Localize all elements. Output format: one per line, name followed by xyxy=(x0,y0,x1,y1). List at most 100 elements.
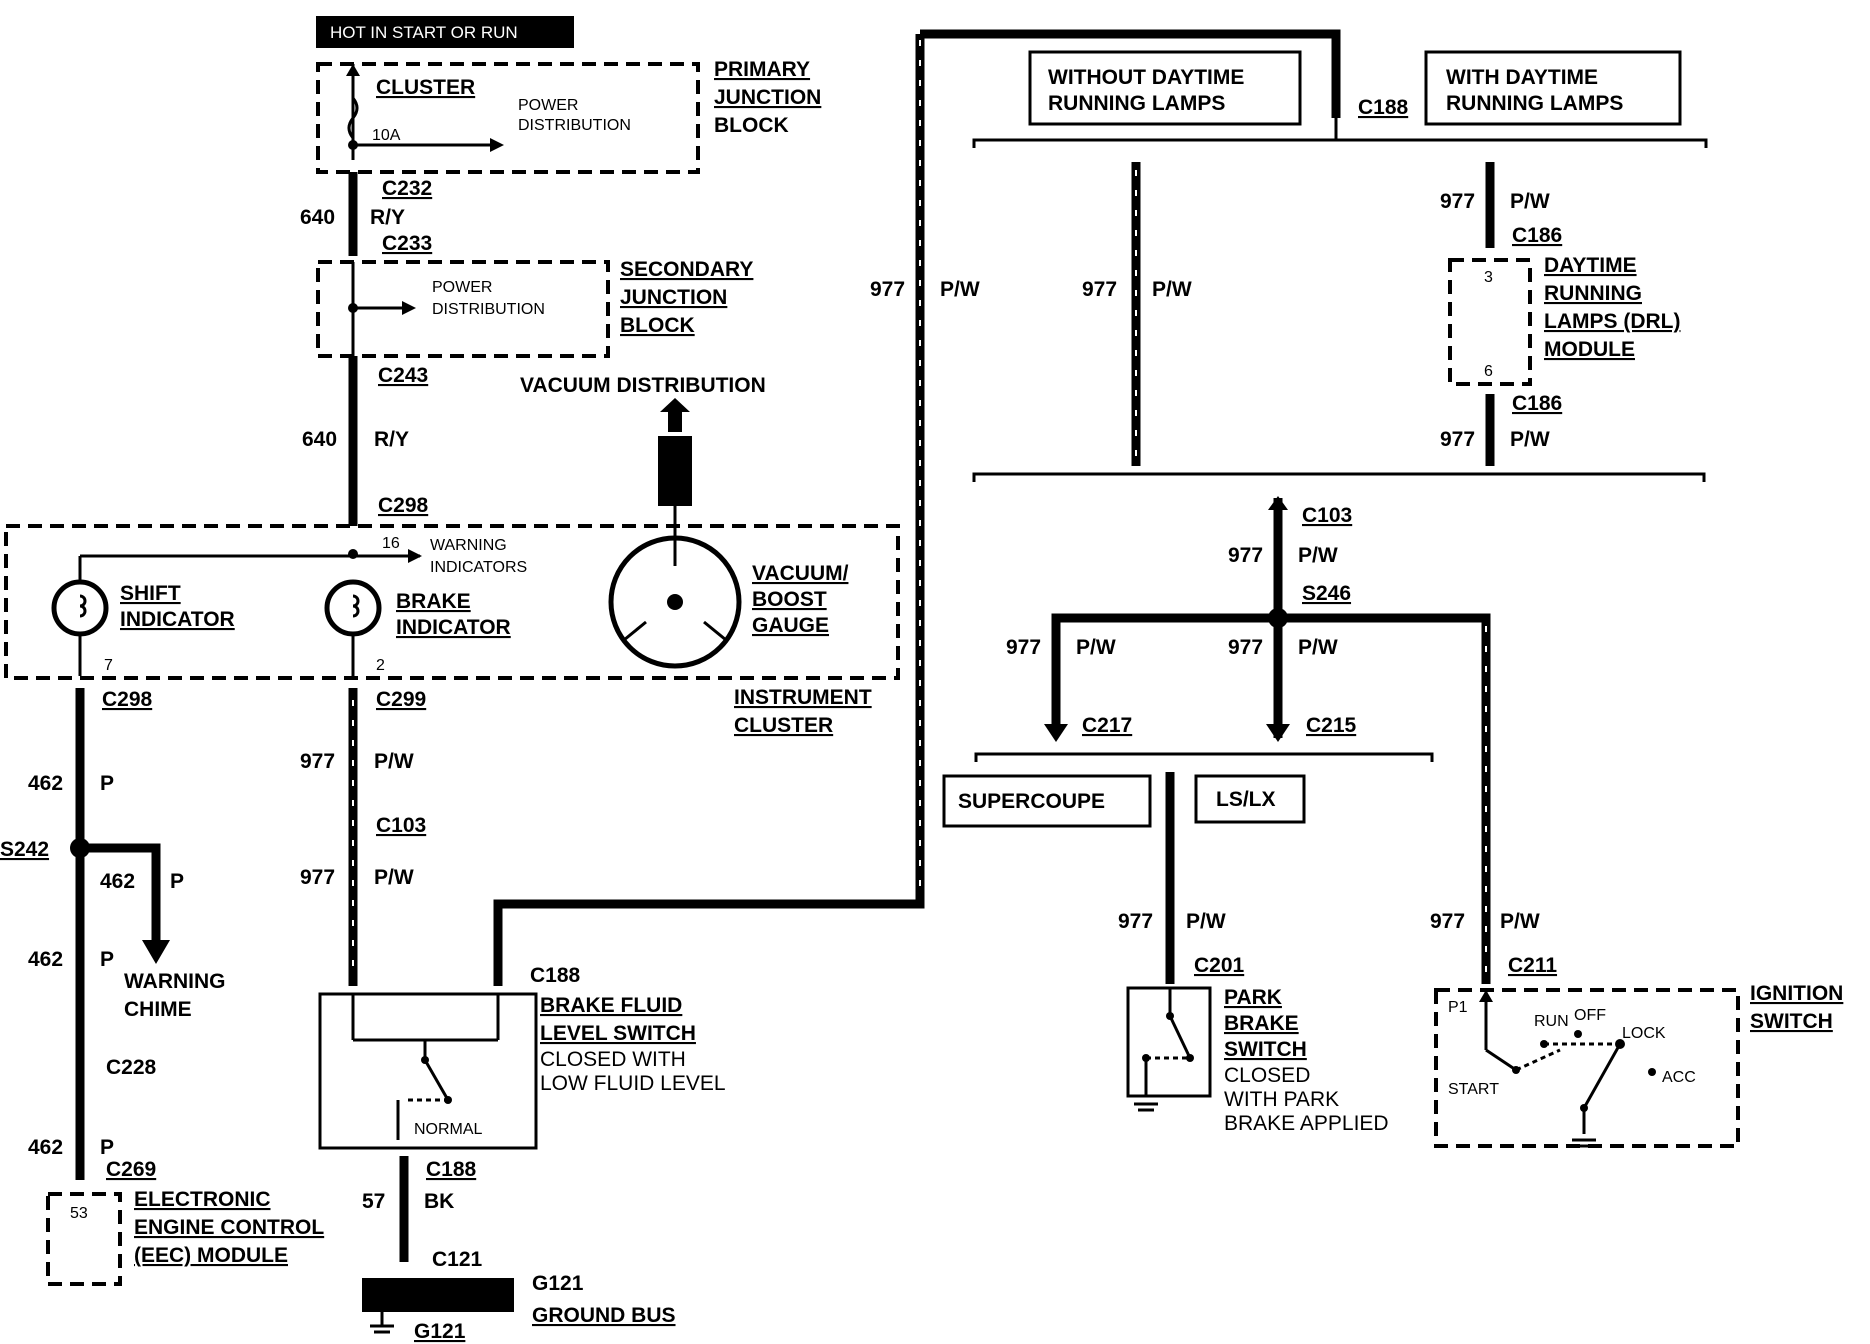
park-brake-3: SWITCH xyxy=(1224,1038,1307,1061)
power-arrow-icon xyxy=(490,138,504,152)
vacuum-distribution-label: VACUUM DISTRIBUTION xyxy=(520,374,766,397)
primary-power-dist-2: DISTRIBUTION xyxy=(518,117,631,134)
eec-module xyxy=(46,1192,122,1286)
eec-3: (EEC) MODULE xyxy=(134,1244,288,1267)
w977j-num: 977 xyxy=(1118,910,1153,933)
brake-indicator-2: INDICATOR xyxy=(396,616,511,639)
with-drl-box xyxy=(1424,50,1682,126)
w977a-color: P/W xyxy=(374,750,414,773)
warning-chime-2: CHIME xyxy=(124,998,192,1021)
eec-2: ENGINE CONTROL xyxy=(134,1216,324,1239)
ignition-acc: ACC xyxy=(1662,1069,1696,1086)
ignition-pin: P1 xyxy=(1448,999,1468,1016)
shift-indicator-1: SHIFT xyxy=(120,582,181,605)
primary-title-3: BLOCK xyxy=(714,114,789,137)
w640b-num: 640 xyxy=(302,428,337,451)
park-brake-desc-3: BRAKE APPLIED xyxy=(1224,1112,1389,1135)
pin-shift: 7 xyxy=(104,657,113,674)
c211-label: C211 xyxy=(1508,954,1557,977)
supercoupe-label: SUPERCOUPE xyxy=(958,790,1105,813)
park-brake-1: PARK xyxy=(1224,986,1282,1009)
c217-arrow-icon xyxy=(1044,724,1068,742)
ignition-start: START xyxy=(1448,1081,1499,1098)
w462a-num: 462 xyxy=(28,772,63,795)
c103-left-label: C103 xyxy=(376,814,426,837)
ignition-switch xyxy=(1434,988,1740,1148)
ignition-title-1: IGNITION xyxy=(1750,982,1843,1005)
instrument-cluster-title-2: CLUSTER xyxy=(734,714,833,737)
w640b-color: R/Y xyxy=(374,428,409,451)
w977h-color: P/W xyxy=(1076,636,1116,659)
gauge-3: GAUGE xyxy=(752,614,829,637)
c121-label: C121 xyxy=(432,1248,483,1271)
brake-switch-normal: NORMAL xyxy=(414,1121,483,1138)
secondary-junction-block xyxy=(316,260,610,358)
c233-label: C233 xyxy=(382,232,432,255)
w977i-num: 977 xyxy=(1228,636,1263,659)
instrument-cluster-title-1: INSTRUMENT xyxy=(734,686,872,709)
w977k-color: P/W xyxy=(1500,910,1540,933)
w977f-color: P/W xyxy=(1510,428,1550,451)
gauge-2: BOOST xyxy=(752,588,827,611)
drl-4: MODULE xyxy=(1544,338,1635,361)
drl-pin-bottom: 6 xyxy=(1484,363,1493,380)
w977b-color: P/W xyxy=(374,866,414,889)
primary-power-dist-1: POWER xyxy=(518,97,578,114)
c299-label: C299 xyxy=(376,688,426,711)
lslx-label: LS/LX xyxy=(1216,788,1276,811)
c186-top-label: C186 xyxy=(1512,224,1562,247)
w462b-num: 462 xyxy=(100,870,135,893)
warning-chime-1: WARNING xyxy=(124,970,226,993)
chime-arrow-icon xyxy=(142,940,170,964)
without-drl-2: RUNNING LAMPS xyxy=(1048,92,1225,115)
c188-brake-right-label: C188 xyxy=(530,964,581,987)
c243-label: C243 xyxy=(378,364,428,387)
brake-switch-1: BRAKE FLUID xyxy=(540,994,682,1017)
c215-arrow-icon xyxy=(1266,724,1290,742)
c269-label: C269 xyxy=(106,1158,156,1181)
park-brake-2: BRAKE xyxy=(1224,1012,1299,1035)
ignition-run: RUN xyxy=(1534,1013,1569,1030)
c215-label: C215 xyxy=(1306,714,1357,737)
with-drl-1: WITH DAYTIME xyxy=(1446,66,1598,89)
secondary-title-3: BLOCK xyxy=(620,314,695,337)
c228-label: C228 xyxy=(106,1056,157,1079)
c188-bottom-label: C188 xyxy=(426,1158,477,1181)
c188-top-label: C188 xyxy=(1358,96,1409,119)
c298-left-label: C298 xyxy=(102,688,153,711)
vacuum-hose xyxy=(658,436,692,506)
secondary-power-dist-1: POWER xyxy=(432,279,492,296)
c201-label: C201 xyxy=(1194,954,1245,977)
without-drl-box xyxy=(1028,50,1302,126)
w977i-color: P/W xyxy=(1298,636,1338,659)
park-brake-desc-1: CLOSED xyxy=(1224,1064,1310,1087)
w977j-color: P/W xyxy=(1186,910,1226,933)
ignition-title-2: SWITCH xyxy=(1750,1010,1833,1033)
brake-fluid-level-switch xyxy=(318,992,538,1150)
drl-1: DAYTIME xyxy=(1544,254,1637,277)
hot-label-box xyxy=(316,16,574,48)
w977b-num: 977 xyxy=(300,866,335,889)
w462c-num: 462 xyxy=(28,948,63,971)
gauge-1: VACUUM/ xyxy=(752,562,849,585)
c217-label: C217 xyxy=(1082,714,1132,737)
drl-3: LAMPS (DRL) xyxy=(1544,310,1680,333)
w977d-color: P/W xyxy=(1152,278,1192,301)
primary-title-1: PRIMARY xyxy=(714,58,810,81)
w640a-color: R/Y xyxy=(370,206,405,229)
brake-indicator-1: BRAKE xyxy=(396,590,471,613)
without-drl-1: WITHOUT DAYTIME xyxy=(1048,66,1244,89)
shift-indicator-2: INDICATOR xyxy=(120,608,235,631)
c103-right-label: C103 xyxy=(1302,504,1352,527)
pin-brake: 2 xyxy=(376,657,385,674)
eec-pin: 53 xyxy=(70,1205,88,1222)
secondary-title-2: JUNCTION xyxy=(620,286,727,309)
lslx-box xyxy=(1194,774,1306,824)
w462d-color: P xyxy=(100,1136,114,1159)
c103-right-arrow-icon xyxy=(1268,496,1288,510)
vacuum-arrow-icon xyxy=(660,398,690,432)
park-brake-desc-2: WITH PARK xyxy=(1224,1088,1339,1111)
w462a-color: P xyxy=(100,772,114,795)
primary-junction-block xyxy=(316,62,700,174)
